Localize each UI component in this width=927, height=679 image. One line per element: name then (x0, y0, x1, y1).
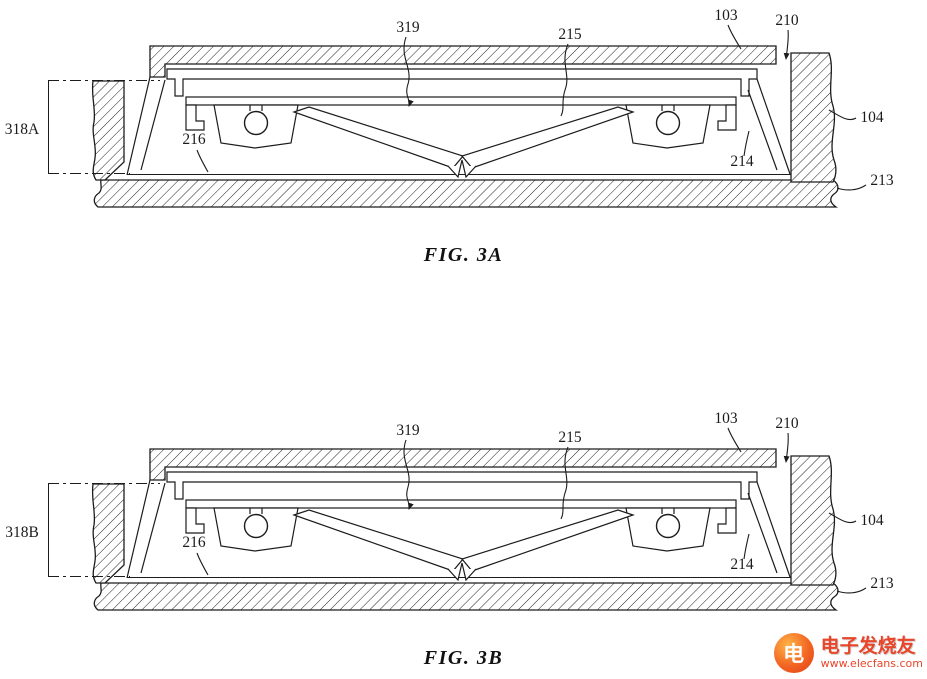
ref-label-319: 319 (396, 19, 420, 36)
right-pivot-pin (655, 513, 681, 539)
right-flange (747, 78, 791, 175)
frame-hook-right (717, 507, 737, 534)
left-flange (126, 479, 166, 579)
left-lever (292, 106, 465, 169)
right-pivot-pin (655, 110, 681, 136)
leader-319 (403, 439, 414, 510)
key-mechanism-cross-section-diagram: 319 215 103 210 318B 104 216 214 213 (5, 410, 894, 611)
cover-sheet (166, 68, 758, 97)
leader-213 (836, 587, 867, 594)
leader-103 (727, 427, 742, 453)
ref-label-213: 213 (870, 575, 894, 592)
leader-103 (727, 24, 742, 50)
left-pivot-pin (243, 110, 269, 136)
leader-216 (196, 552, 209, 576)
center-hinge-notch (447, 159, 477, 179)
ref-label-215: 215 (558, 26, 582, 43)
right-wall (790, 455, 837, 586)
watermark-url: www.elecfans.com (820, 656, 923, 670)
right-wall (790, 52, 837, 183)
ref-label-210: 210 (775, 415, 799, 432)
ref-label-103: 103 (714, 410, 738, 427)
leader-210 (783, 29, 790, 60)
leader-104 (828, 109, 857, 121)
leader-lines (196, 427, 867, 594)
leader-210 (783, 432, 790, 463)
leader-216 (196, 149, 209, 173)
leader-lines (196, 24, 867, 191)
patent-figure: 319 215 103 210 318A 104 216 214 213 FIG… (0, 2, 927, 267)
ref-label-213: 213 (870, 172, 894, 189)
height-reference-bracket (48, 80, 160, 174)
base-plate (93, 582, 839, 611)
ref-label-104: 104 (860, 109, 884, 126)
ref-label-104: 104 (860, 512, 884, 529)
ref-label-216: 216 (182, 534, 206, 551)
figure-caption: FIG. 3A (423, 244, 504, 266)
ref-label-215: 215 (558, 429, 582, 446)
key-mechanism-cross-section-diagram: 319 215 103 210 318A 104 216 214 213 (5, 7, 894, 208)
left-wall (91, 483, 125, 584)
support-frame (185, 499, 737, 509)
elecfans-logo-icon: 电 (773, 633, 814, 673)
support-frame (185, 96, 737, 106)
left-lever (292, 509, 465, 572)
leader-214 (743, 130, 750, 157)
left-flange (126, 76, 166, 176)
leader-215 (560, 446, 569, 520)
figure-caption: FIG. 3B (423, 647, 504, 669)
cover-sheet (166, 471, 758, 500)
left-pivot-pin (243, 513, 269, 539)
ref-label-318: 318A (5, 121, 40, 138)
height-reference-bracket (48, 483, 160, 577)
frame-hook-left (185, 507, 205, 534)
watermark-brand: 电子发烧友 (820, 634, 916, 657)
right-flange (747, 481, 791, 578)
leader-213 (836, 184, 867, 191)
ref-label-318: 318B (5, 524, 39, 541)
watermark: 电 电子发烧友 www.elecfans.com (773, 633, 923, 673)
ref-label-216: 216 (182, 131, 206, 148)
ref-label-319: 319 (396, 422, 420, 439)
clevis-slots (249, 508, 675, 514)
ref-label-210: 210 (775, 12, 799, 29)
right-lever (460, 106, 635, 169)
ref-label-214: 214 (730, 556, 754, 573)
leader-214 (743, 533, 750, 560)
patent-figure: 319 215 103 210 318B 104 216 214 213 FIG… (0, 405, 927, 670)
leader-104 (828, 512, 857, 524)
right-lever (460, 509, 635, 572)
watermark-text: 电子发烧友 www.elecfans.com (820, 634, 923, 670)
leader-215 (560, 43, 569, 117)
clevis-slots (249, 105, 675, 111)
center-hinge-notch (447, 562, 477, 582)
frame-hook-left (185, 104, 205, 131)
ref-label-214: 214 (730, 153, 754, 170)
ref-label-103: 103 (714, 7, 738, 24)
base-plate (93, 179, 839, 208)
frame-hook-right (717, 104, 737, 131)
leader-319 (403, 36, 414, 107)
left-wall (91, 80, 125, 181)
